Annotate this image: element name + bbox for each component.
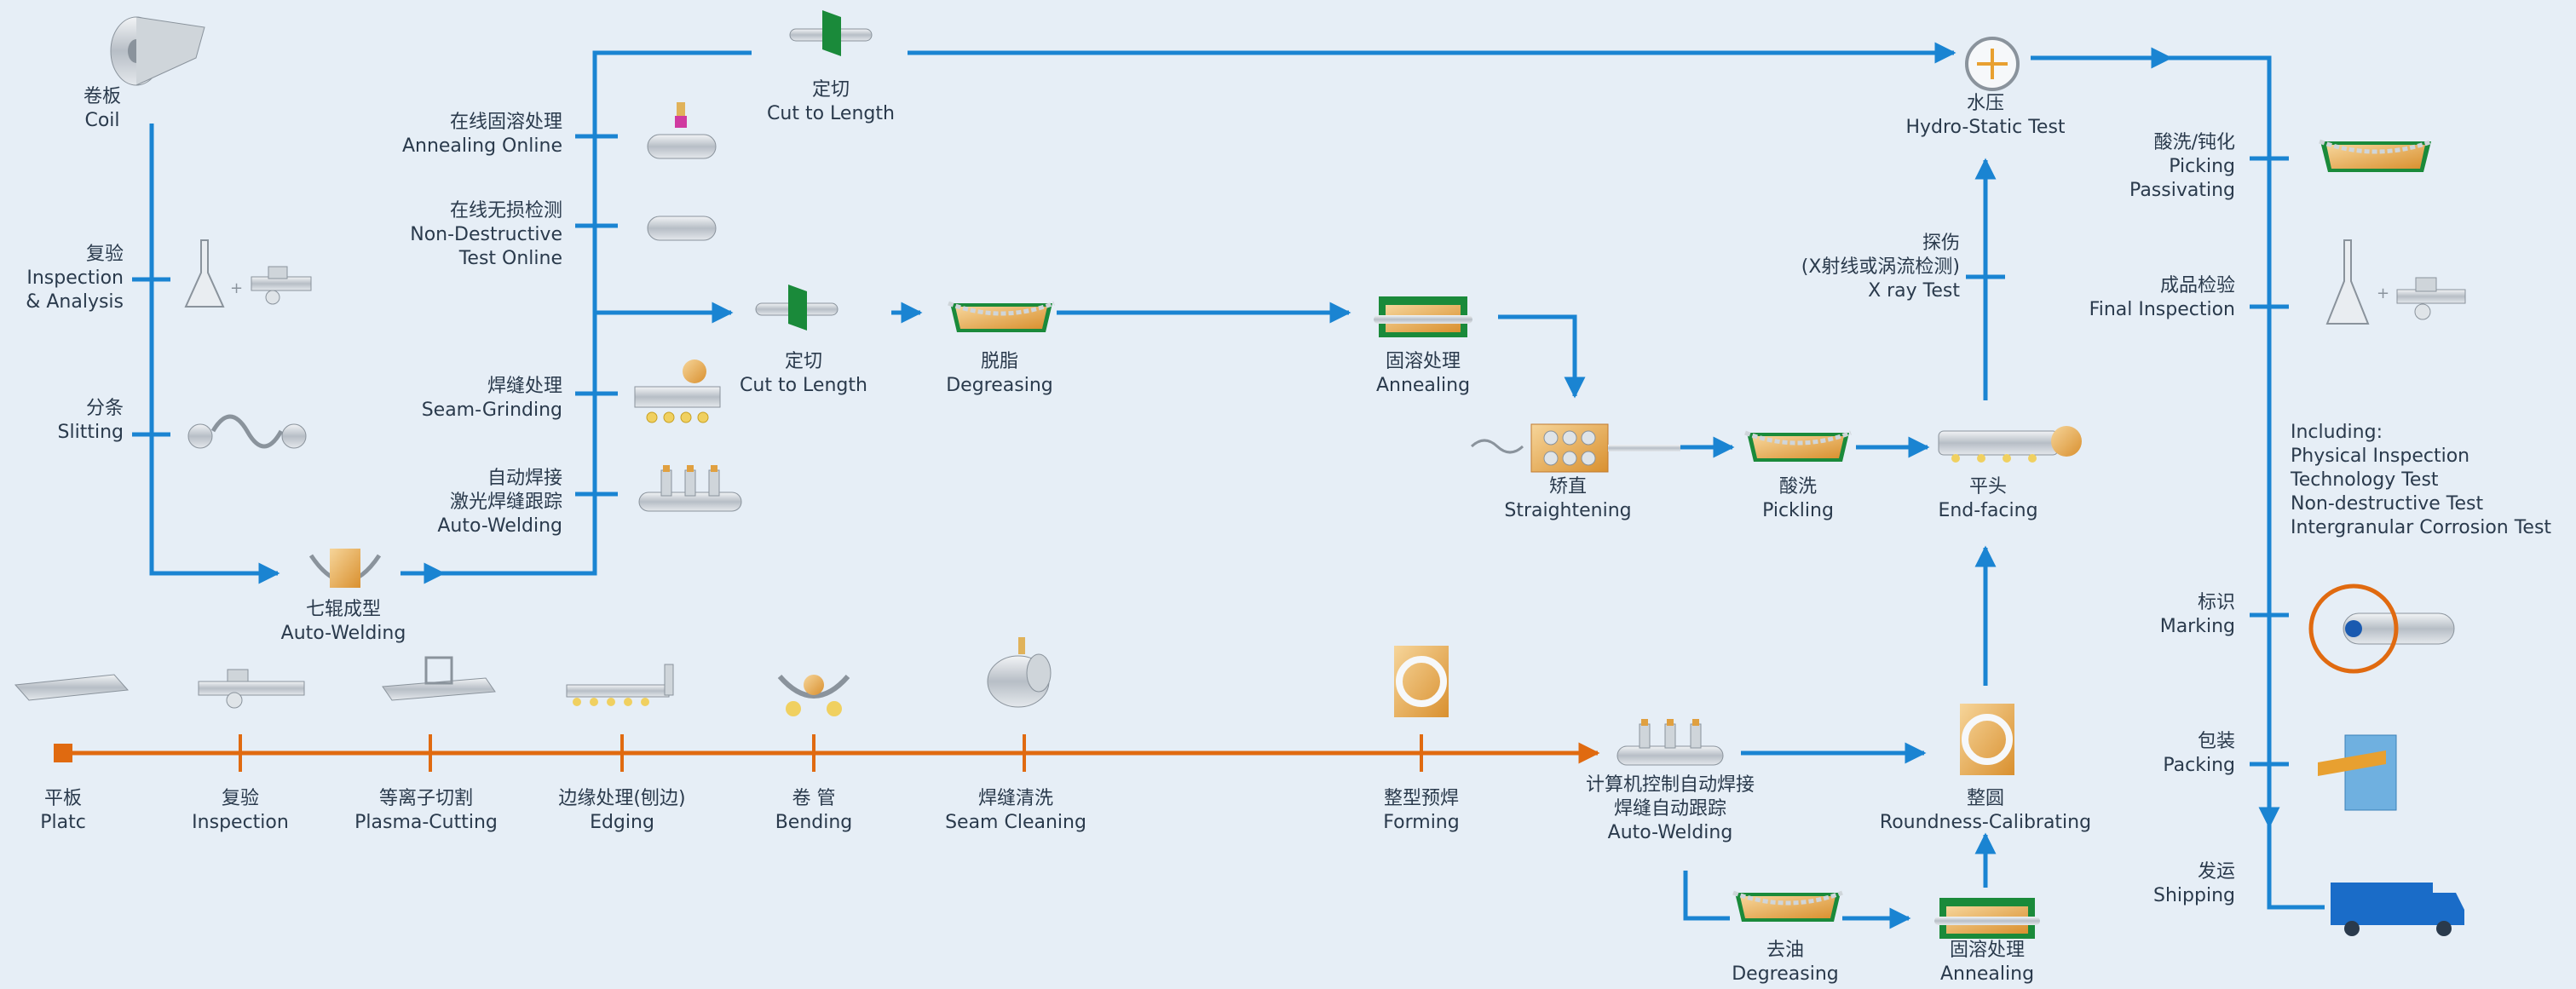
hydro-gauge-icon <box>1965 37 2020 91</box>
tank-icon <box>948 301 1055 332</box>
svg-text:+: + <box>230 279 243 297</box>
saw-icon <box>755 285 838 331</box>
torch-pipe-icon <box>647 102 717 159</box>
straightener-icon <box>1470 423 1680 473</box>
slitter-icon <box>187 414 307 449</box>
welder-icon <box>638 465 742 512</box>
flask-icon: + <box>184 239 243 308</box>
grinder-icon <box>634 359 721 423</box>
furnace-icon <box>1374 296 1472 337</box>
plate-start-marker <box>54 744 72 762</box>
plate-icon <box>14 674 130 701</box>
tank-icon <box>1744 430 1852 462</box>
plasma-table-icon <box>382 656 496 701</box>
gauge-icon <box>2396 277 2466 320</box>
end-facer-icon <box>1938 426 2082 463</box>
coil-icon <box>110 16 205 86</box>
blue-flow-lines <box>132 42 2325 929</box>
edging-label: 边缘处理(刨边)Edging <box>558 788 686 833</box>
edger-icon <box>566 664 674 706</box>
svg-text:+: + <box>2377 285 2389 302</box>
cleaner-pipe-icon <box>987 637 1052 708</box>
tank-icon <box>2319 139 2433 172</box>
xray-label: 探伤(X射线或涡流检测)X ray Test <box>1801 233 1960 302</box>
gauge-icon <box>198 669 305 709</box>
orange-flow-line <box>54 734 1600 772</box>
ring-icon <box>1960 704 2014 775</box>
bender-icon <box>777 675 850 716</box>
saw-icon <box>789 10 873 56</box>
tank-icon <box>1732 890 1843 922</box>
flask-icon: + <box>2325 239 2389 325</box>
welder-icon <box>1616 719 1724 766</box>
roll-former-icon <box>308 549 382 588</box>
package-icon <box>2318 734 2397 811</box>
marking-pipe-icon <box>2308 584 2455 674</box>
pipe-icon <box>647 216 717 241</box>
furnace-icon <box>1934 898 2040 939</box>
ring-icon <box>1394 646 1449 717</box>
truck-icon <box>2331 883 2464 936</box>
gauge-icon <box>251 266 312 305</box>
